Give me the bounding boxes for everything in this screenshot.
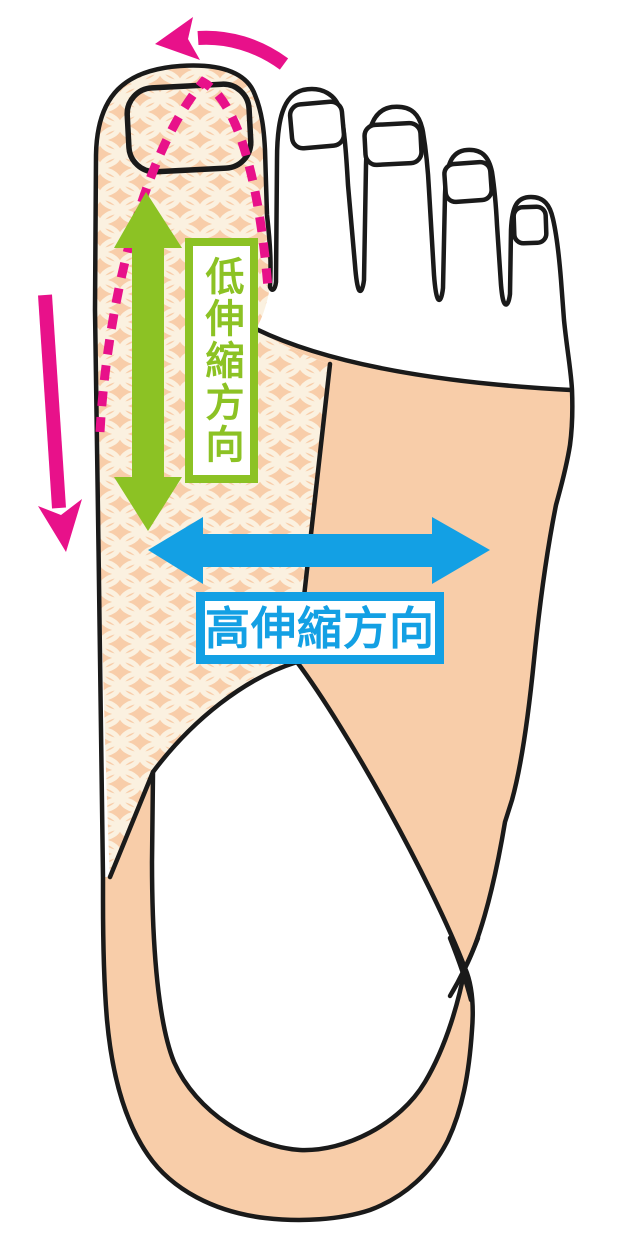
arch-heel-window (149, 659, 468, 1153)
strap-cross-line-right (447, 935, 474, 1003)
double-arrow-horizontal-icon (148, 517, 490, 584)
fourth-toe-nail (442, 159, 494, 205)
high-stretch-label: 高伸縮方向 (196, 592, 444, 664)
low-stretch-label: 低伸縮方向 (185, 238, 258, 483)
fifth-toe-nail (511, 204, 549, 246)
strap-cross-line-left (447, 935, 481, 999)
big-toe-nail (124, 81, 254, 175)
curved-arrow-left-icon (155, 17, 289, 70)
straight-arrow-down-icon (38, 294, 82, 552)
supporter-top-edge-line (253, 326, 574, 393)
mesh-diagonal-line (107, 769, 156, 880)
third-toe-nail (362, 120, 424, 168)
dashed-correction-line (95, 76, 273, 433)
second-toe-nail (287, 99, 347, 151)
foot-outline (92, 63, 575, 1223)
double-arrow-vertical-icon (114, 192, 182, 531)
